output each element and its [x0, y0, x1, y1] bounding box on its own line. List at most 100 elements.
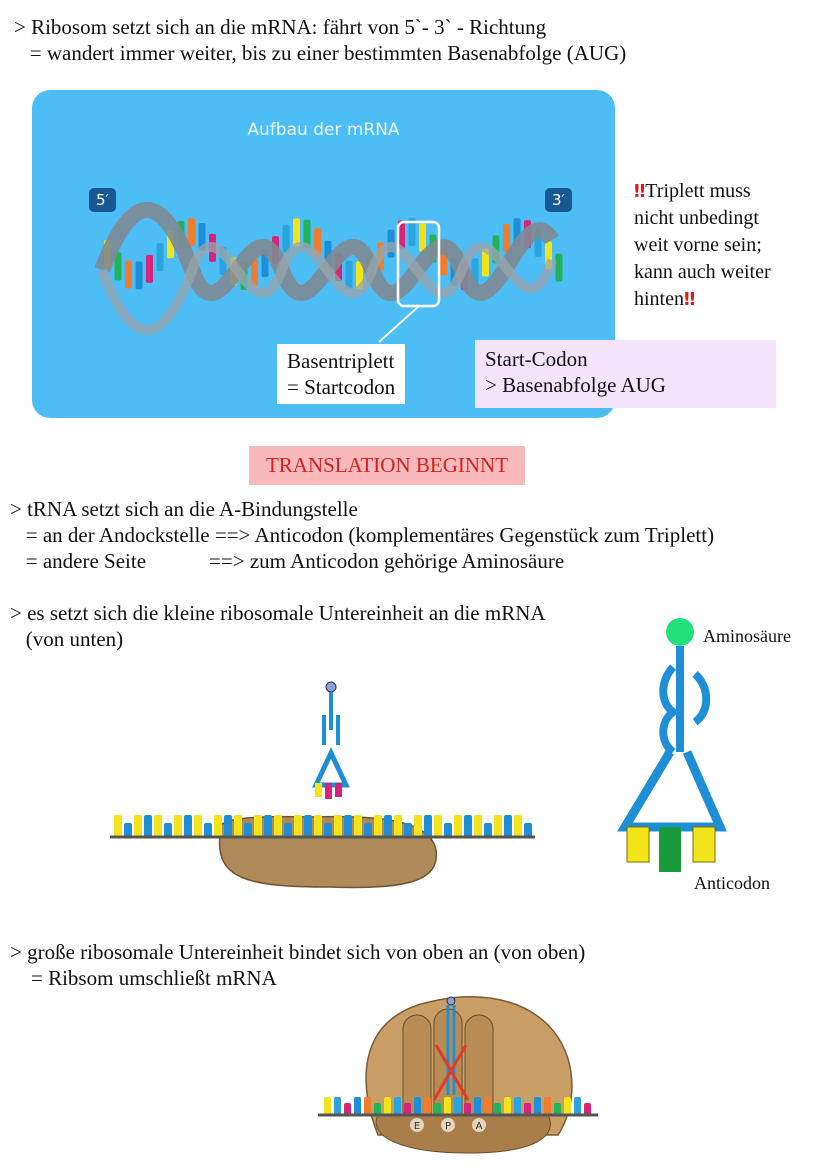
nucleotide-base — [364, 1097, 371, 1115]
nucleotide-base — [564, 1097, 571, 1115]
nucleotide-base — [384, 1097, 391, 1115]
nucleotide-base — [464, 1103, 471, 1115]
nucleotide-base — [125, 260, 132, 289]
callout-line-1: Basentriplett — [287, 349, 395, 373]
trna-diagram — [617, 618, 727, 872]
nucleotide-base — [294, 815, 302, 837]
five-prime-label: 5′ — [89, 188, 116, 212]
note-line-2: nicht unbedingt — [634, 207, 759, 229]
callout-line — [378, 305, 420, 343]
nucleotide-base — [419, 223, 426, 252]
nucleotide-base — [584, 1103, 591, 1115]
nucleotide-base — [434, 1103, 441, 1115]
nucleotide-base — [414, 1097, 421, 1115]
docking-trna — [312, 681, 350, 799]
intro-line-1: > Ribosom setzt sich an die mRNA: fährt … — [14, 15, 547, 39]
aminosaeure-label: Aminosäure — [703, 626, 791, 646]
trna-line-2: = an der Andockstelle ==> Anticodon (kom… — [10, 523, 715, 547]
nucleotide-base — [394, 1097, 401, 1115]
nucleotide-base — [408, 218, 416, 247]
anticodon-label: Anticodon — [694, 873, 770, 893]
nucleotide-base — [394, 815, 402, 837]
nucleotide-base — [404, 823, 412, 837]
startcodon-line-1: Start-Codon — [485, 347, 588, 371]
trna-line-3: = andere Seite ==> zum Anticodon gehörig… — [10, 549, 565, 573]
nucleotide-base — [444, 823, 452, 837]
nucleotide-base — [251, 258, 258, 287]
nucleotide-base — [484, 823, 492, 837]
nucleotide-base — [544, 1097, 551, 1115]
small-subunit-illustration — [110, 681, 535, 889]
nucleotide-base — [414, 815, 422, 837]
nucleotide-base — [398, 220, 405, 249]
nucleotide-base — [324, 823, 332, 837]
nucleotide-base — [404, 1103, 411, 1115]
startcodon-line-2: > Basenabfolge AUG — [485, 373, 666, 397]
exclamation-icon: ‼ — [634, 181, 646, 202]
nucleotide-base — [274, 815, 282, 837]
large-subunit-line-2: = Ribsom umschließt mRNA — [10, 966, 277, 990]
nucleotide-base — [364, 823, 372, 837]
nucleotide-base — [554, 1103, 561, 1115]
nucleotide-base — [254, 815, 262, 837]
note-line-5: hinten — [634, 288, 684, 310]
nucleotide-base — [482, 248, 489, 277]
nucleotide-base — [374, 815, 382, 837]
translation-banner: TRANSLATION BEGINNT — [249, 446, 525, 485]
nucleotide-base — [474, 1097, 481, 1115]
anticodon-base — [692, 826, 716, 863]
nucleotide-base — [424, 815, 432, 837]
site-a-label: A — [476, 1121, 483, 1132]
nucleotide-base — [504, 815, 512, 837]
note-line-3: weit vorne sein; — [634, 234, 762, 256]
amino-acid-icon — [666, 618, 694, 646]
exclamation-icon: ‼ — [684, 289, 696, 310]
nucleotide-base — [164, 823, 172, 837]
nucleotide-base — [345, 260, 353, 289]
mrna-figure-title: Aufbau der mRNA — [247, 120, 400, 140]
nucleotide-base — [204, 823, 212, 837]
nucleotide-base — [374, 1103, 381, 1115]
nucleotide-base — [344, 1103, 351, 1115]
small-subunit-line-2: (von unten) — [10, 627, 124, 651]
nucleotide-base — [494, 815, 502, 837]
site-p-label: P — [445, 1121, 451, 1132]
nucleotide-base — [135, 261, 143, 290]
nucleotide-base — [334, 1097, 341, 1115]
nucleotide-base — [454, 815, 462, 837]
nucleotide-base — [524, 823, 532, 837]
note-line-4: kann auch weiter — [634, 261, 771, 283]
small-subunit-line-1: > es setzt sich die kleine ribosomale Un… — [10, 601, 546, 625]
ribosome-small-part — [375, 1114, 551, 1154]
nucleotide-base — [244, 823, 252, 837]
nucleotide-base — [454, 1097, 461, 1115]
nucleotide-base — [424, 1097, 431, 1115]
nucleotide-base — [555, 253, 563, 282]
nucleotide-base — [156, 243, 164, 272]
nucleotide-base — [114, 252, 122, 281]
nucleotide-base — [354, 1097, 361, 1115]
nucleotide-base — [474, 815, 482, 837]
startcodon-note: Start-Codon > Basenabfolge AUG — [475, 340, 776, 408]
intro-line-2: = wandert immer weiter, bis zu einer bes… — [14, 41, 627, 65]
nucleotide-base — [494, 1103, 501, 1115]
note-line-1: Triplett muss — [645, 180, 751, 202]
nucleotide-base — [514, 815, 522, 837]
nucleotide-base — [524, 1103, 531, 1115]
nucleotide-base — [534, 1097, 541, 1115]
nucleotide-base — [154, 815, 162, 837]
triplet-position-note: ‼Triplett muss nicht unbedingt weit vorn… — [634, 178, 771, 313]
nucleotide-base — [114, 815, 122, 837]
anticodon-base — [659, 827, 681, 872]
nucleotide-base — [334, 815, 342, 837]
nucleotide-base — [304, 815, 312, 837]
nucleotide-base — [264, 815, 272, 837]
nucleotide-base — [503, 224, 510, 253]
nucleotide-base — [194, 815, 202, 837]
mrna-backbone-back — [97, 241, 557, 335]
nucleotide-base — [144, 815, 152, 837]
nucleotide-base — [354, 815, 362, 837]
nucleotide-base — [282, 224, 290, 253]
callout-line-2: = Startcodon — [287, 375, 396, 399]
nucleotide-base — [514, 1097, 521, 1115]
